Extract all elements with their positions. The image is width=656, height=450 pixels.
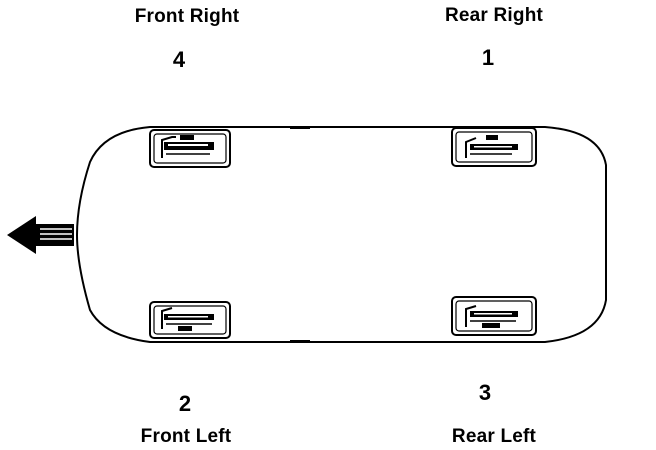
direction-arrow-icon <box>7 216 74 254</box>
rear-right-number: 1 <box>481 45 495 70</box>
front-left-label: Front Left <box>140 426 232 447</box>
front-left-number: 2 <box>178 391 192 416</box>
rear-left-label: Rear Left <box>451 426 537 447</box>
rear-right-label: Rear Right <box>444 5 544 26</box>
wheel-brake-icon <box>451 127 537 167</box>
wheel-brake-icon <box>149 301 231 339</box>
wheel-brake-icon <box>451 296 537 336</box>
wheel-brake-icon <box>149 129 231 168</box>
front-right-number: 4 <box>172 47 186 72</box>
rear-left-number: 3 <box>478 380 492 405</box>
front-right-label: Front Right <box>134 6 240 27</box>
car-body <box>75 126 607 343</box>
